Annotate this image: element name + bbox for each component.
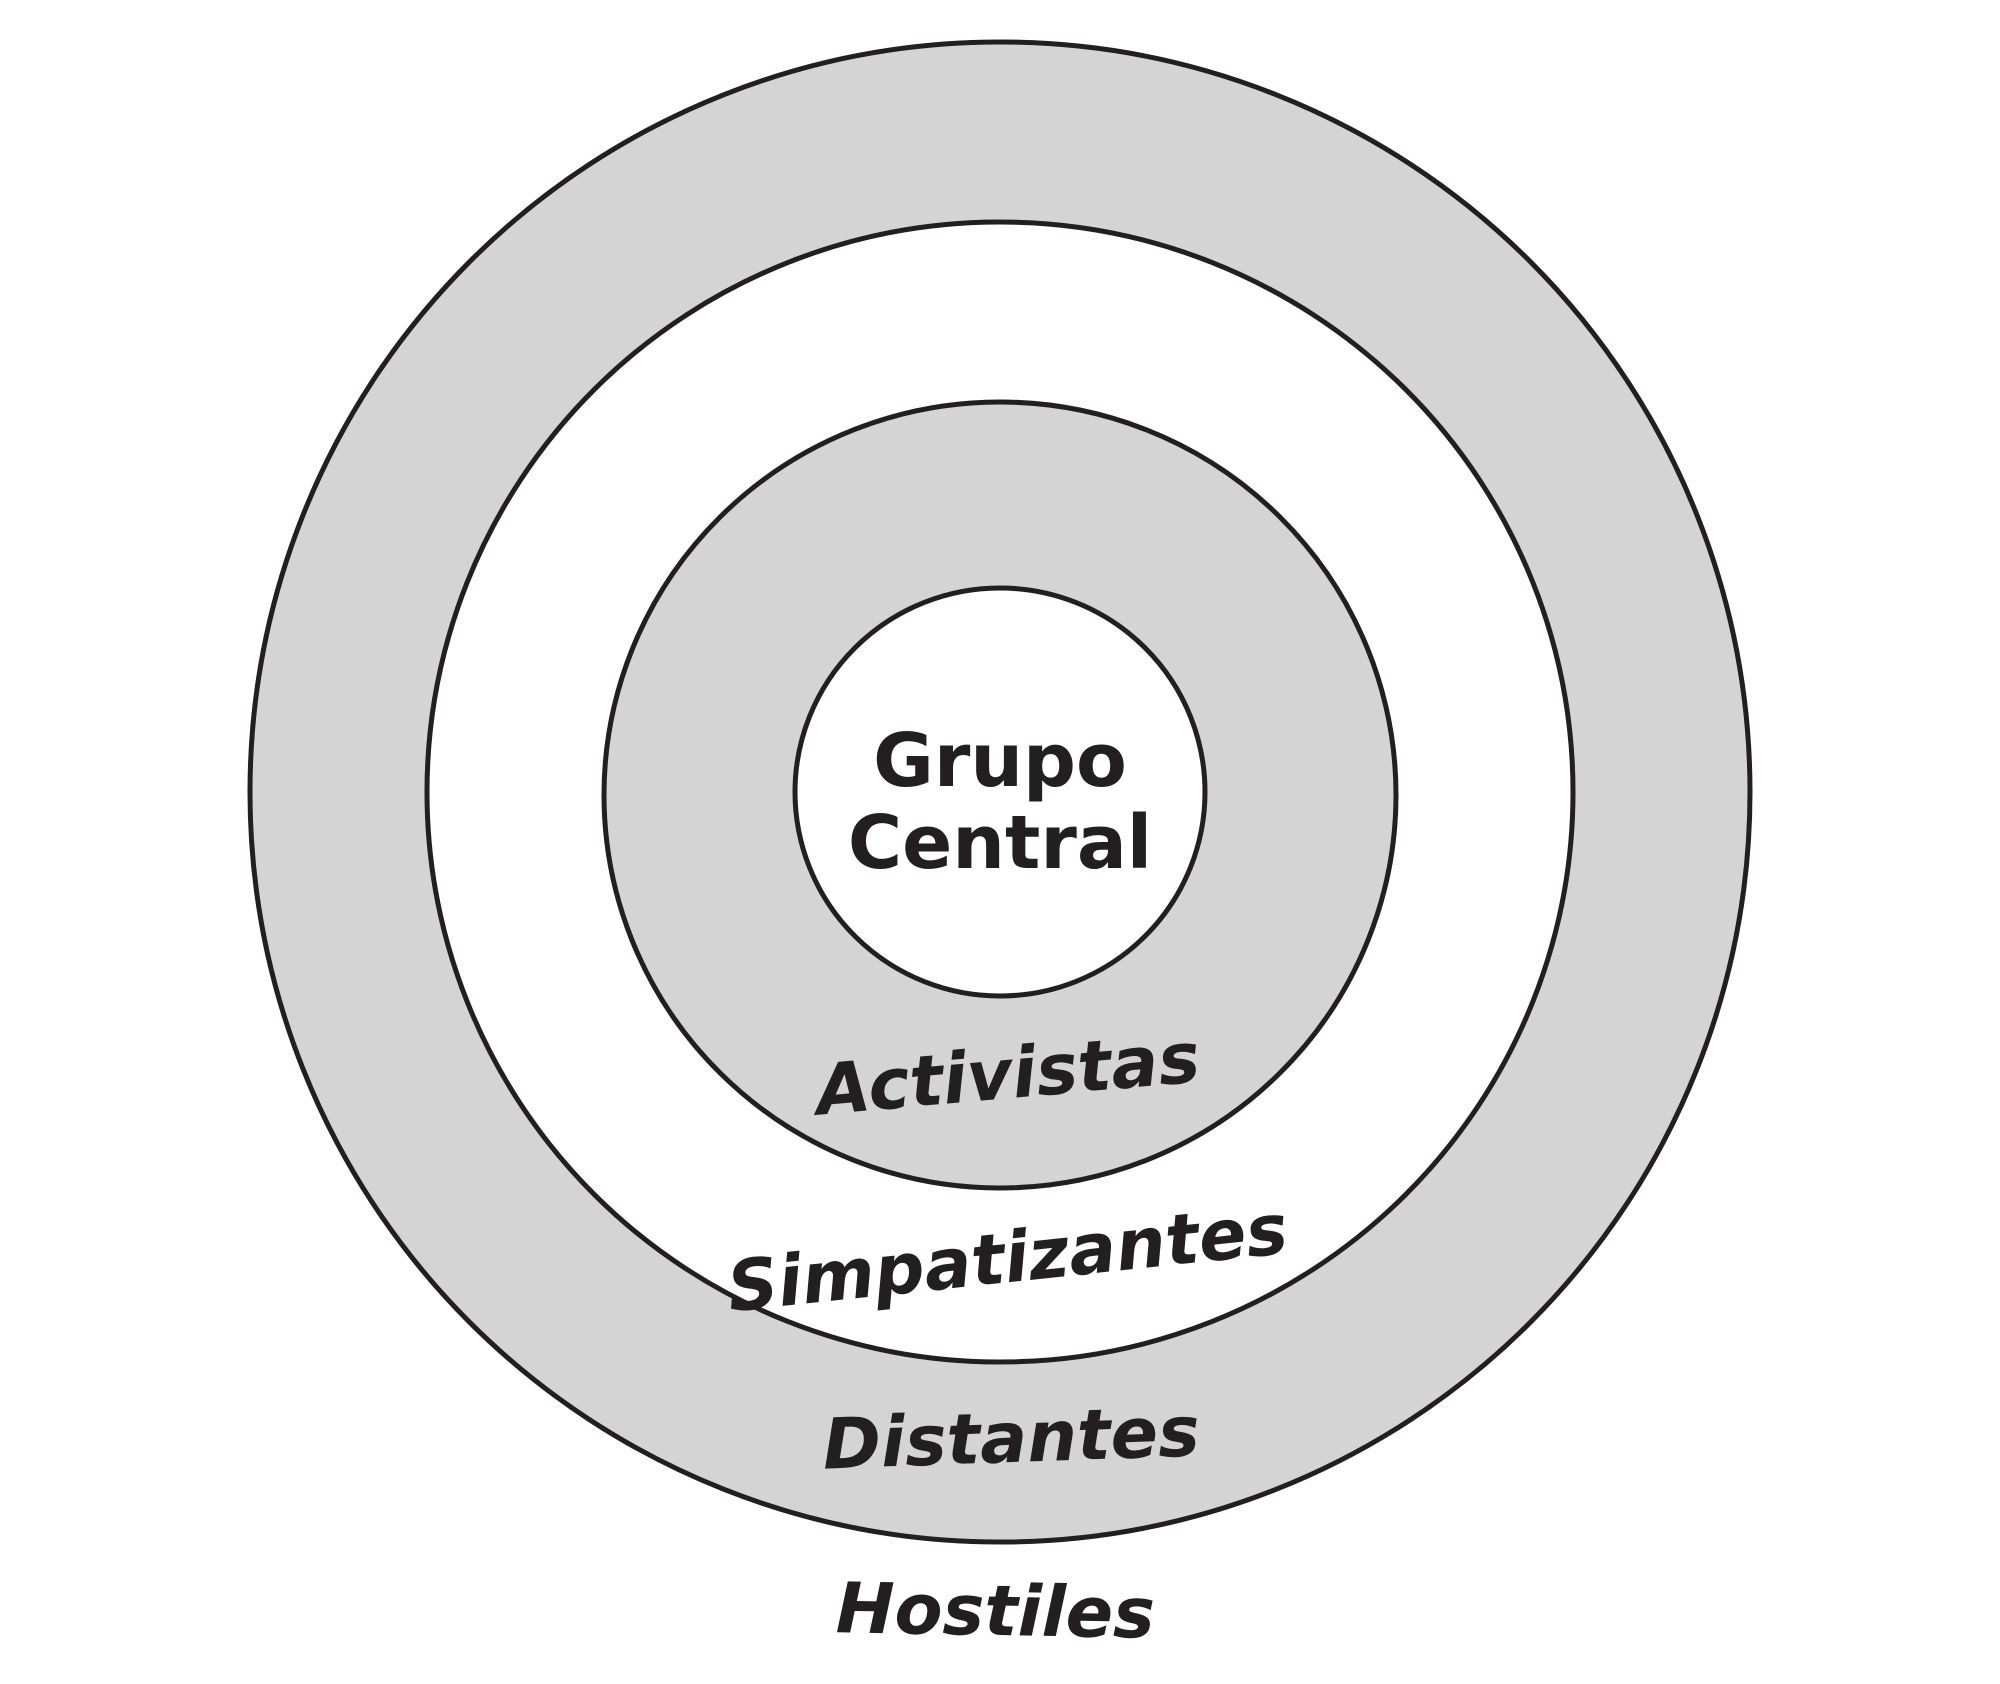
core-grupo-central [792, 585, 1208, 999]
ring-label-distantes: Distantes [821, 1390, 1201, 1485]
outside-label-hostiles: Hostiles [835, 1567, 1155, 1655]
center-label-line1: Grupo [873, 718, 1127, 804]
center-label-line2: Central [848, 800, 1152, 886]
